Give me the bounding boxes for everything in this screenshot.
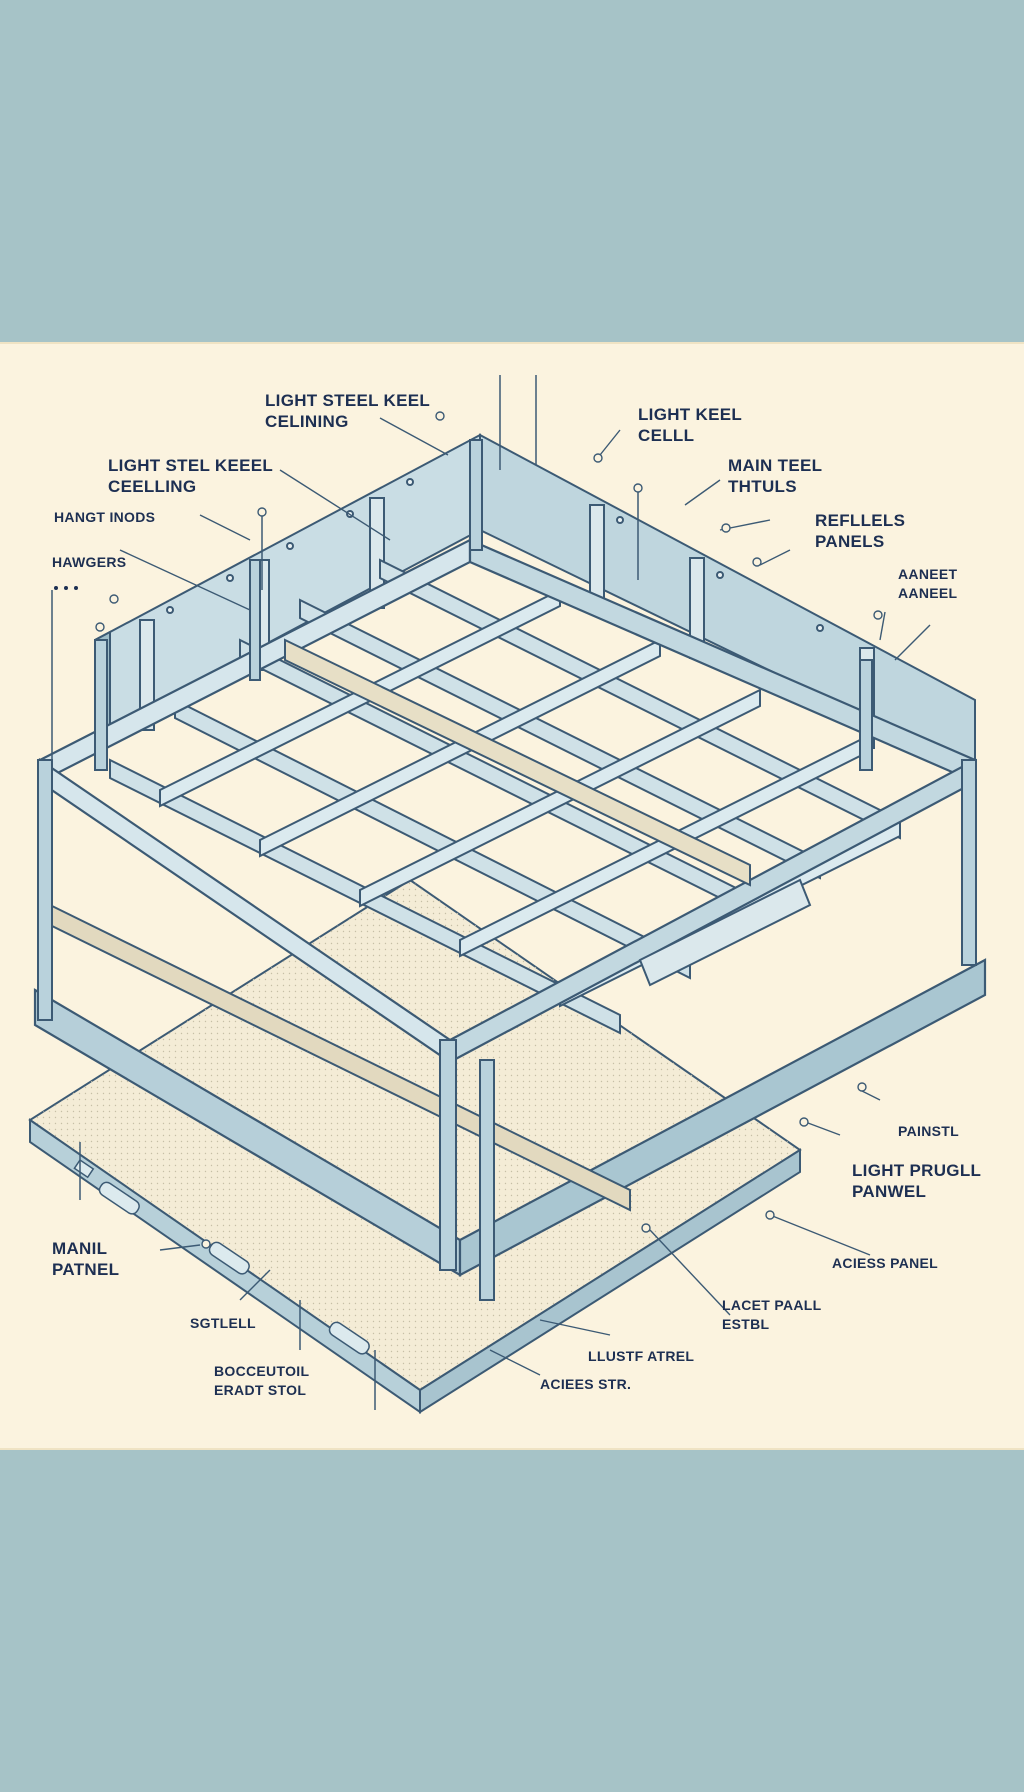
- perimeter-top-rails: [33, 538, 987, 1277]
- leader-lines: [95, 411, 931, 1376]
- vertical-posts: [37, 439, 977, 1301]
- label-refflels-panels: REFLLELS PANELS: [815, 511, 906, 551]
- label-lacet-paall-estbl: LACET PAALL ESTBL: [722, 1297, 822, 1332]
- label-sgtlell: SGTLELL: [190, 1315, 256, 1331]
- label-maniil-patnel: MANIL PATNEL: [52, 1239, 120, 1279]
- label-main-teel-thtuls: MAIN TEEL THTULS: [728, 456, 823, 496]
- bottom-background-band: [0, 1450, 1024, 1792]
- label-acees-str: ACIEES STR.: [540, 1376, 632, 1392]
- label-lustf-atrel: LLUSTF ATREL: [588, 1348, 695, 1364]
- label-bocceutoil-eradt-stol: BOCCEUTOIL ERADT STOL: [214, 1363, 310, 1398]
- label-painstl: PAINSTL: [898, 1123, 959, 1139]
- label-light-stel-keel-ceilling: LIGHT STEL KEEEL CEELLING: [108, 456, 274, 496]
- label-aciess-panel: ACIESS PANEL: [832, 1255, 939, 1271]
- label-light-steel-keel-ceiling: LIGHT STEEL KEEL CELINING: [265, 391, 431, 431]
- hanger-rods: [51, 375, 639, 1410]
- marker-dots: [54, 586, 78, 590]
- main-keel-runners: [109, 558, 901, 1035]
- label-light-prugll-pannel: LIGHT PRUGLL PANWEL: [852, 1161, 982, 1201]
- label-aaneet-aaneel: AANEET AANEEL: [898, 566, 958, 601]
- top-background-band: [0, 0, 1024, 342]
- label-hangt-inods: HANGT INODS: [54, 509, 156, 525]
- label-hangers: HAWGERS: [52, 554, 127, 570]
- label-light-keel-cell: LIGHT KEEL CELLL: [638, 405, 743, 445]
